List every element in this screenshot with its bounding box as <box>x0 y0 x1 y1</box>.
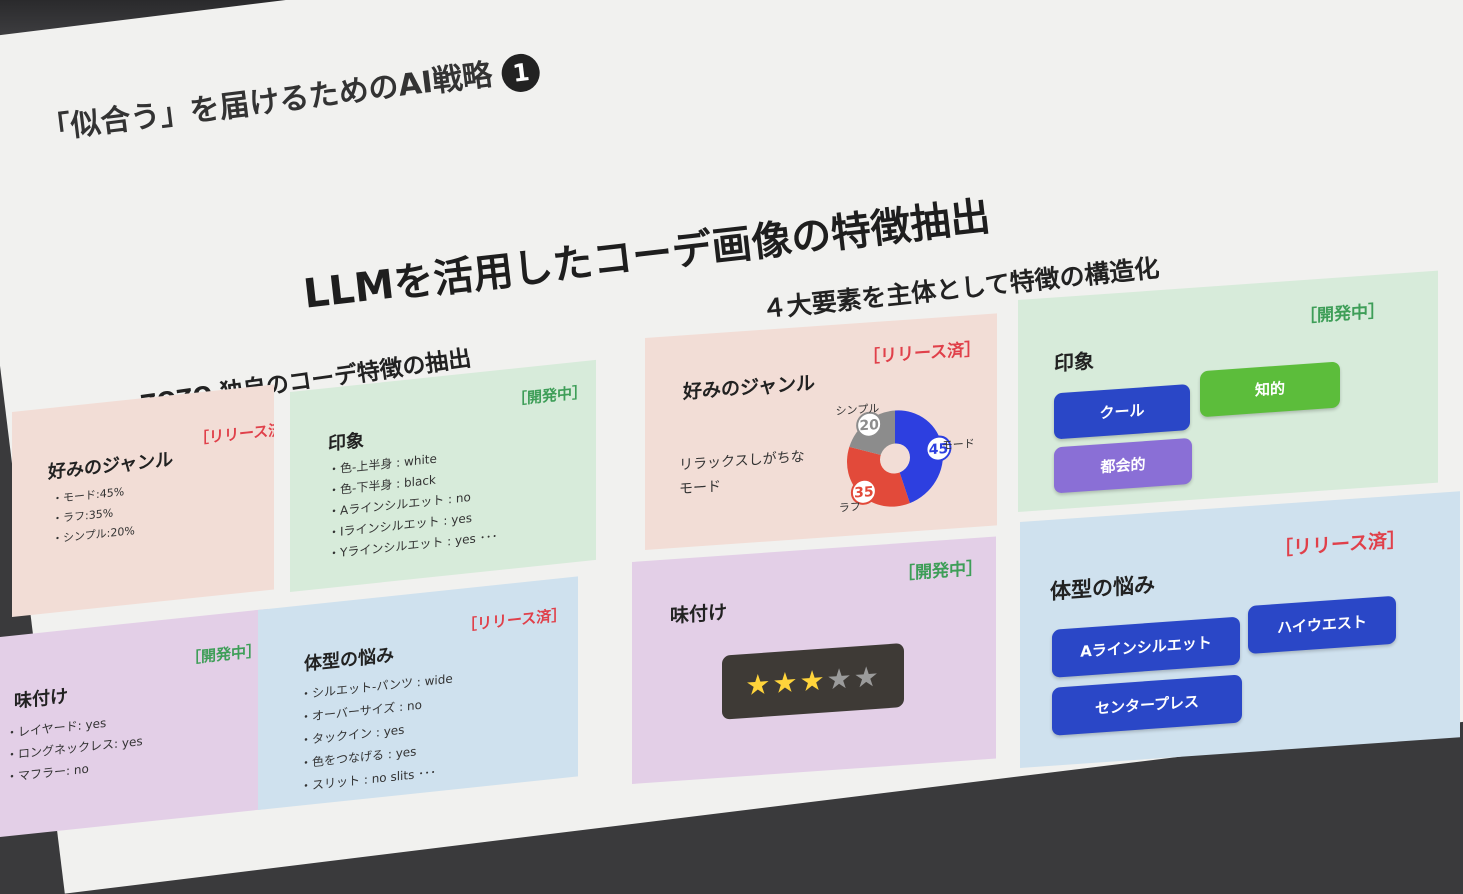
star-empty-icon: ★ <box>853 659 881 695</box>
right-body-tag: ［リリース済］ <box>1274 529 1407 561</box>
star-filled-icon: ★ <box>799 663 827 699</box>
pie-value-label: 20 <box>859 417 879 434</box>
right-genre-title: 好みのジャンル <box>683 372 816 404</box>
pie-category-label: シンプル <box>836 402 880 418</box>
header-number-badge: 1 <box>499 51 543 94</box>
body-chip-a-line: Aラインシルエット <box>1052 616 1240 678</box>
left-genre-tag: ［リリース済］ <box>194 418 274 448</box>
impression-chip-urban: 都会的 <box>1054 437 1192 494</box>
left-impression-card: 印象 ［開発中］ 色-上半身 : white 色-下半身 : black Aライ… <box>290 359 596 592</box>
left-impression-list: 色-上半身 : white 色-下半身 : black Aラインシルエット : … <box>328 442 498 565</box>
left-flavor-title: 味付け <box>14 685 68 713</box>
left-genre-title: 好みのジャンル <box>48 449 174 484</box>
star-filled-icon: ★ <box>745 667 773 703</box>
right-flavor-card: 味付け ［開発中］ ★★★★★ <box>632 536 996 784</box>
left-body-list: シルエット-パンツ : wide オーバーサイズ : no タックイン : ye… <box>300 668 453 799</box>
pie-value-badge <box>850 478 877 505</box>
donut-hole <box>880 443 910 474</box>
left-body-title: 体型の悩み <box>304 644 394 676</box>
left-genre-list: モード:45% ラフ:35% シンプル:20% <box>52 481 135 550</box>
pie-value-label: 35 <box>854 484 873 501</box>
right-body-card: 体型の悩み ［リリース済］ Aラインシルエット ハイウエスト センタープレス <box>1020 491 1460 768</box>
impression-chip-cool: クール <box>1054 383 1190 440</box>
pie-slice-0 <box>895 410 943 504</box>
left-impression-title: 印象 <box>328 430 364 456</box>
left-flavor-list: レイヤード: yes ロングネックレス: yes マフラー: no <box>6 708 143 788</box>
right-body-title: 体型の悩み <box>1050 572 1155 604</box>
left-flavor-card: 味付け ［開発中］ レイヤード: yes ロングネックレス: yes マフラー:… <box>0 608 268 837</box>
star-filled-icon: ★ <box>772 665 800 701</box>
left-body-card: 体型の悩み ［リリース済］ シルエット-パンツ : wide オーバーサイズ :… <box>258 576 578 810</box>
right-genre-tag: ［リリース済］ <box>863 339 982 368</box>
body-chip-high-waist: ハイウエスト <box>1248 595 1396 655</box>
body-chip-center-press: センタープレス <box>1052 674 1242 736</box>
right-impression-card: 印象 ［開発中］ クール 知的 都会的 <box>1018 270 1438 512</box>
right-flavor-tag: ［開発中］ <box>898 558 983 585</box>
pie-value-label: 45 <box>929 441 948 458</box>
left-body-tag: ［リリース済］ <box>462 605 567 635</box>
pie-value-badge <box>925 435 952 462</box>
star-empty-icon: ★ <box>826 661 854 697</box>
left-flavor-tag: ［開発中］ <box>186 641 262 668</box>
star-row: ★★★★★ <box>745 660 881 702</box>
right-flavor-title: 味付け <box>670 601 728 628</box>
pie-category-label: モード <box>942 437 973 452</box>
pie-value-badge <box>856 411 883 438</box>
right-impression-tag: ［開発中］ <box>1300 301 1385 328</box>
pie-category-label: ラフ <box>839 500 861 515</box>
right-genre-description: リラックスしがちな モード <box>679 445 805 502</box>
left-impression-tag: ［開発中］ <box>512 382 588 409</box>
impression-chip-intellectual: 知的 <box>1200 361 1340 418</box>
left-genre-card: 好みのジャンル ［リリース済］ モード:45% ラフ:35% シンプル:20% <box>12 384 274 617</box>
flavor-star-rating: ★★★★★ <box>722 642 904 720</box>
right-impression-title: 印象 <box>1054 348 1094 376</box>
